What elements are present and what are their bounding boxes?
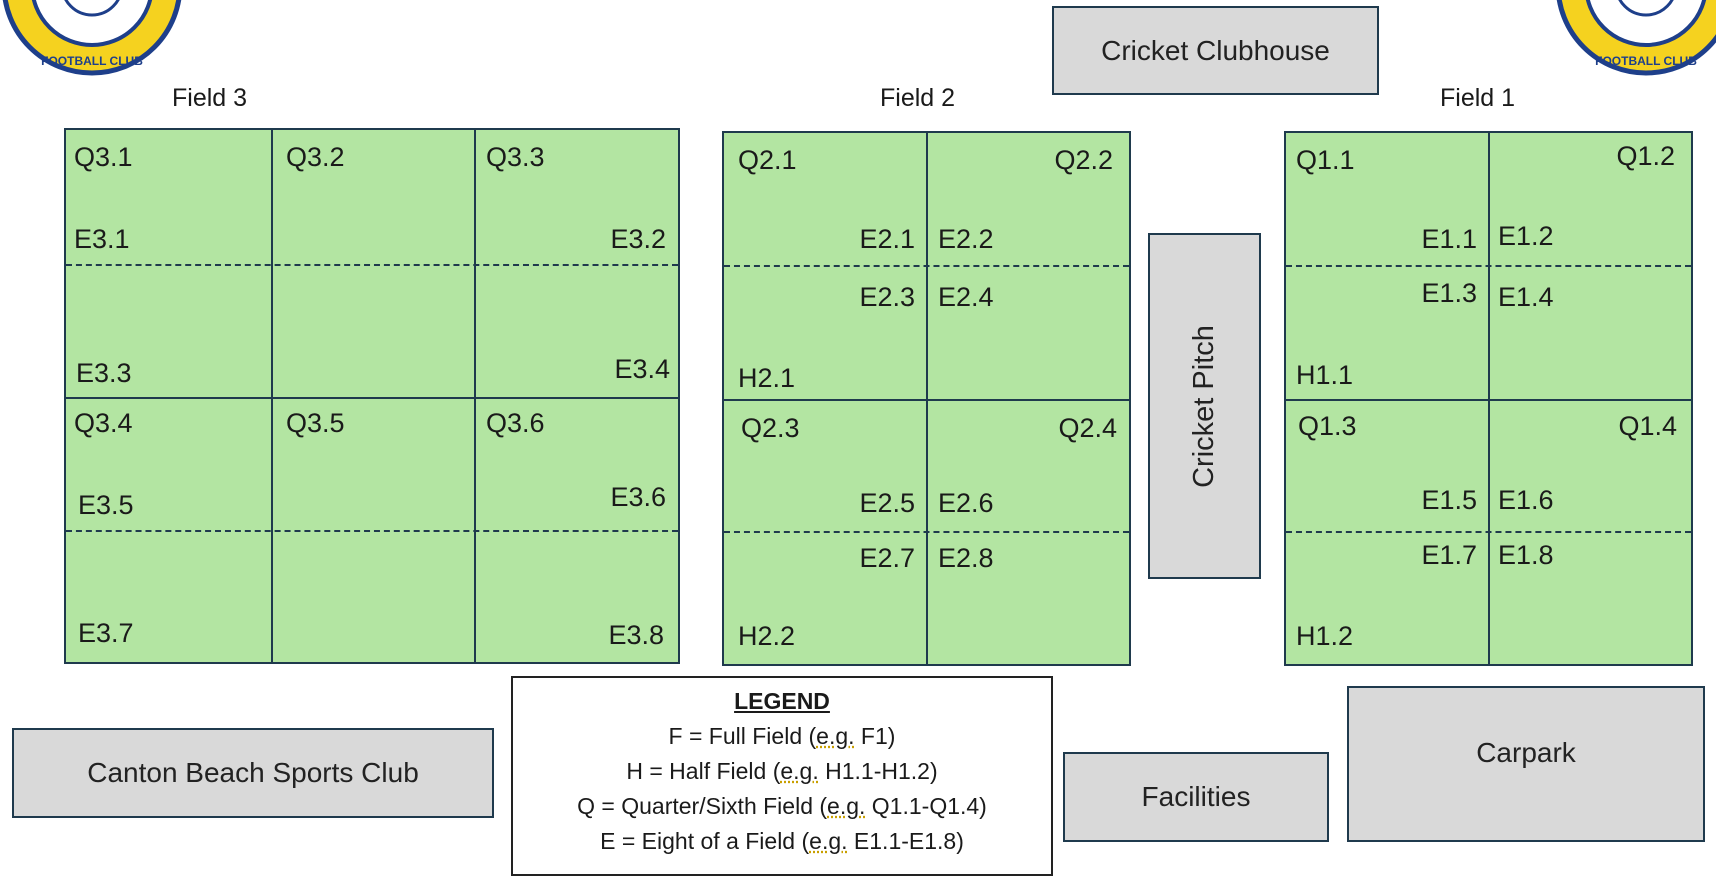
- cricket-pitch-label: Cricket Pitch: [1188, 324, 1221, 488]
- legend-quarter-suffix: Q1.1-Q1.4): [865, 793, 987, 819]
- zone-e2-3: E2.3: [859, 282, 915, 312]
- zone-e3-7: E3.7: [78, 618, 134, 648]
- zone-e3-3: E3.3: [76, 358, 132, 388]
- zone-q1-4: Q1.4: [1618, 411, 1677, 441]
- legend-full-eg: e.g.: [816, 723, 855, 749]
- legend-full-prefix: F = Full Field (: [668, 723, 817, 749]
- zone-e1-8: E1.8: [1498, 540, 1554, 570]
- zone-e3-8: E3.8: [608, 620, 664, 650]
- zone-e1-5: E1.5: [1421, 485, 1477, 515]
- legend-quarter-prefix: Q = Quarter/Sixth Field (: [577, 793, 828, 819]
- zone-q2-1: Q2.1: [738, 145, 797, 175]
- zone-e1-1: E1.1: [1421, 224, 1477, 254]
- legend-half-prefix: H = Half Field (: [626, 758, 781, 784]
- legend-full: F = Full Field (e.g. F1): [513, 719, 1051, 754]
- legend-full-suffix: F1): [854, 723, 896, 749]
- facilities: Facilities: [1063, 752, 1329, 842]
- zone-h1-2: H1.2: [1296, 621, 1354, 651]
- zone-e2-5: E2.5: [859, 488, 915, 518]
- field1-title: Field 1: [1440, 84, 1516, 112]
- legend-eighth: E = Eight of a Field (e.g. E1.1-E1.8): [513, 824, 1051, 859]
- club-logo-left: FOOTBALL CLUB: [2, 0, 182, 76]
- zone-q3-3: Q3.3: [486, 142, 545, 172]
- zone-q3-4: Q3.4: [74, 408, 133, 438]
- legend-eighth-eg: e.g.: [809, 828, 848, 854]
- zone-e1-7: E1.7: [1421, 540, 1477, 570]
- zone-q1-2: Q1.2: [1616, 141, 1675, 171]
- field1: Q1.1 Q1.2 E1.1 E1.2 E1.3 E1.4 H1.1 Q1.3 …: [1284, 131, 1693, 666]
- zone-q1-1: Q1.1: [1296, 145, 1355, 175]
- zone-q3-2: Q3.2: [286, 142, 345, 172]
- cricket-clubhouse-label: Cricket Clubhouse: [1101, 34, 1330, 66]
- zone-e3-4: E3.4: [614, 354, 670, 384]
- zone-h1-1: H1.1: [1296, 360, 1354, 390]
- field3: Q3.1 Q3.2 Q3.3 E3.1 E3.2 E3.3 E3.4 Q3.4 …: [64, 128, 680, 664]
- logo-right-text: FOOTBALL CLUB: [1595, 54, 1697, 68]
- legend: LEGEND F = Full Field (e.g. F1) H = Half…: [511, 676, 1053, 876]
- field2: Q2.1 Q2.2 E2.1 E2.2 E2.3 E2.4 H2.1 Q2.3 …: [722, 131, 1131, 666]
- zone-e2-2: E2.2: [938, 224, 994, 254]
- zone-q2-4: Q2.4: [1058, 413, 1117, 443]
- zone-e3-2: E3.2: [610, 224, 666, 254]
- legend-quarter-eg: e.g.: [827, 793, 866, 819]
- zone-q2-2: Q2.2: [1054, 145, 1113, 175]
- zone-q2-3: Q2.3: [741, 413, 800, 443]
- legend-half-eg: e.g.: [780, 758, 819, 784]
- zone-e2-8: E2.8: [938, 543, 994, 573]
- zone-q3-6: Q3.6: [486, 408, 545, 438]
- legend-quarter: Q = Quarter/Sixth Field (e.g. Q1.1-Q1.4): [513, 789, 1051, 824]
- legend-half: H = Half Field (e.g. H1.1-H1.2): [513, 754, 1051, 789]
- zone-e3-1: E3.1: [74, 224, 130, 254]
- carpark-label: Carpark: [1476, 737, 1576, 768]
- legend-half-suffix: H1.1-H1.2): [818, 758, 938, 784]
- field2-title: Field 2: [880, 84, 956, 112]
- zone-e1-3: E1.3: [1421, 278, 1477, 308]
- legend-eighth-suffix: E1.1-E1.8): [847, 828, 964, 854]
- zone-e3-5: E3.5: [78, 490, 134, 520]
- sports-club-label: Canton Beach Sports Club: [87, 757, 419, 788]
- logo-left-text: FOOTBALL CLUB: [41, 54, 143, 68]
- field3-title: Field 3: [172, 84, 248, 112]
- zone-q3-1: Q3.1: [74, 142, 133, 172]
- zone-e1-6: E1.6: [1498, 485, 1554, 515]
- zone-q3-5: Q3.5: [286, 408, 345, 438]
- zone-h2-1: H2.1: [738, 363, 796, 393]
- zone-e2-1: E2.1: [859, 224, 915, 254]
- legend-title: LEGEND: [734, 688, 830, 714]
- facilities-label: Facilities: [1141, 781, 1251, 812]
- zone-q1-3: Q1.3: [1298, 411, 1357, 441]
- cricket-clubhouse: Cricket Clubhouse: [1052, 6, 1379, 95]
- cricket-pitch: Cricket Pitch: [1148, 233, 1261, 579]
- carpark: Carpark: [1347, 686, 1705, 842]
- zone-e3-6: E3.6: [610, 482, 666, 512]
- legend-eighth-prefix: E = Eight of a Field (: [600, 828, 810, 854]
- zone-h2-2: H2.2: [738, 621, 796, 651]
- zone-e2-4: E2.4: [938, 282, 994, 312]
- zone-e1-2: E1.2: [1498, 221, 1554, 251]
- canton-beach-sports-club: Canton Beach Sports Club: [12, 728, 494, 818]
- club-logo-right: FOOTBALL CLUB: [1556, 0, 1716, 76]
- zone-e2-7: E2.7: [859, 543, 915, 573]
- zone-e1-4: E1.4: [1498, 282, 1554, 312]
- zone-e2-6: E2.6: [938, 488, 994, 518]
